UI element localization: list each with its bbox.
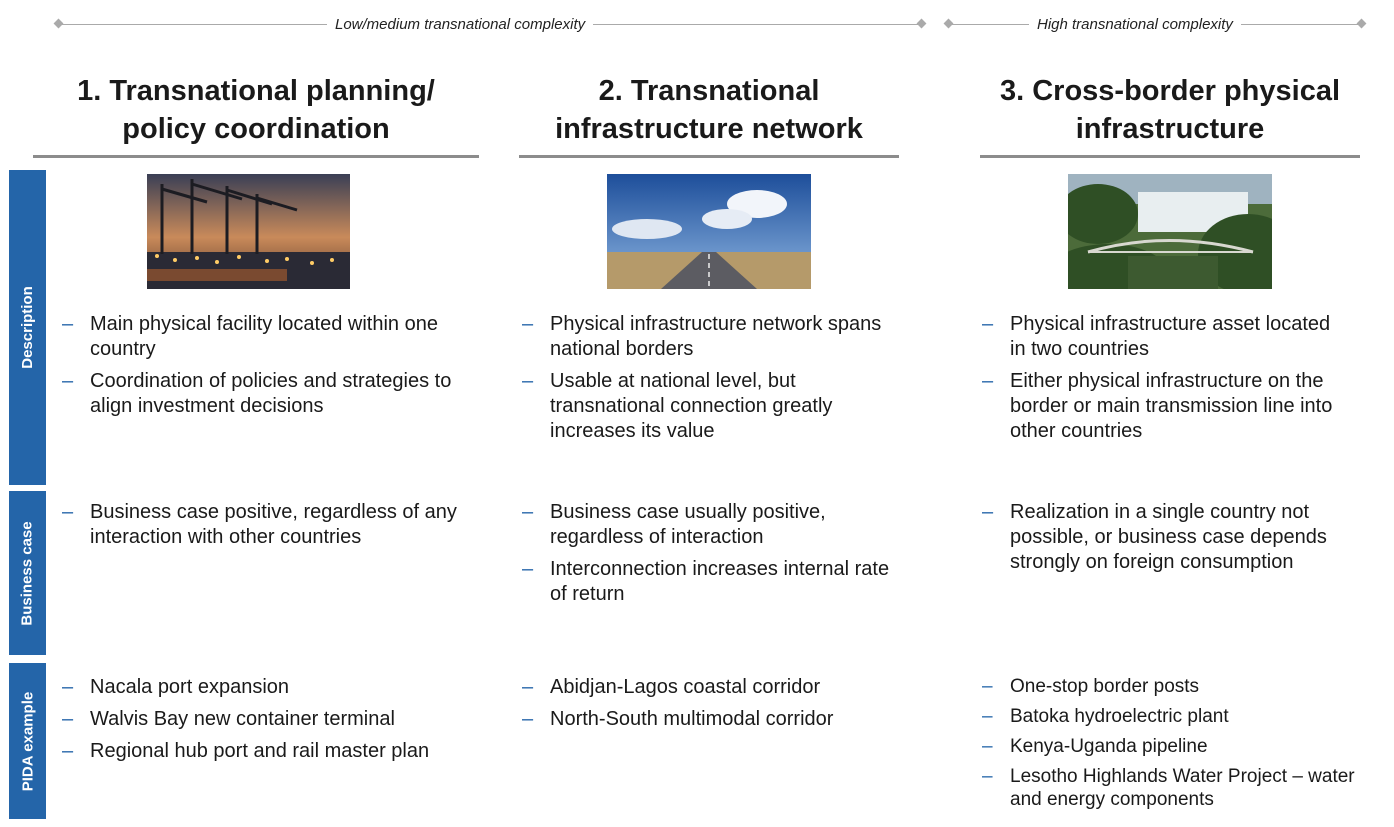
bullet-dash: – bbox=[522, 708, 534, 730]
list-item-text: Business case usually positive, regardle… bbox=[550, 501, 826, 548]
list-item: –Either physical infrastructure on the b… bbox=[982, 369, 1342, 444]
side-tab-business-case-label: Business case bbox=[19, 520, 37, 626]
column-2-business-case-list: –Business case usually positive, regardl… bbox=[522, 500, 902, 614]
complexity-high-bar: High transnational complexity bbox=[943, 14, 1367, 34]
bullet-dash: – bbox=[522, 558, 534, 580]
bullet-dash: – bbox=[982, 370, 994, 392]
list-item: –Physical infrastructure asset located i… bbox=[982, 312, 1342, 362]
list-item: –Coordination of policies and strategies… bbox=[62, 369, 462, 419]
list-item-text: One-stop border posts bbox=[1010, 676, 1200, 697]
list-item-text: Realization in a single country not poss… bbox=[1010, 501, 1327, 573]
column-1-title-line2: policy coordination bbox=[122, 113, 390, 145]
complexity-low-medium-label: Low/medium transnational complexity bbox=[327, 16, 594, 33]
list-item: –Kenya-Uganda pipeline bbox=[982, 735, 1382, 758]
bullet-dash: – bbox=[982, 736, 993, 757]
list-item-text: Abidjan-Lagos coastal corridor bbox=[550, 676, 821, 698]
column-1-business-case-list: –Business case positive, regardless of a… bbox=[62, 500, 462, 557]
list-item-text: Walvis Bay new container terminal bbox=[90, 708, 395, 730]
bullet-dash: – bbox=[62, 708, 74, 730]
list-item: –Abidjan-Lagos coastal corridor bbox=[522, 675, 902, 700]
bullet-dash: – bbox=[62, 313, 74, 335]
side-tab-pida-example-label: PIDA example bbox=[19, 691, 36, 791]
column-1-title-line1: 1. Transnational planning/ bbox=[77, 75, 435, 107]
bullet-dash: – bbox=[982, 706, 993, 727]
port-cranes-night-photo bbox=[147, 174, 350, 289]
column-3-pida-example-list: –One-stop border posts –Batoka hydroelec… bbox=[982, 675, 1382, 818]
column-2-title: 2. Transnational infrastructure network bbox=[519, 72, 899, 148]
list-item: –Business case positive, regardless of a… bbox=[62, 500, 462, 550]
column-3-title-line1: 3. Cross-border physical bbox=[999, 75, 1341, 107]
highway-sky-photo bbox=[607, 174, 811, 289]
list-item-text: North-South multimodal corridor bbox=[550, 708, 834, 730]
list-item-text: Main physical facility located within on… bbox=[90, 313, 438, 360]
side-tab-description: Description bbox=[9, 170, 46, 485]
diamond-right-marker bbox=[1356, 18, 1367, 29]
list-item: –Business case usually positive, regardl… bbox=[522, 500, 902, 550]
bullet-dash: – bbox=[522, 370, 534, 392]
list-item-text: Regional hub port and rail master plan bbox=[90, 740, 430, 762]
bullet-dash: – bbox=[62, 676, 74, 698]
list-item: –One-stop border posts bbox=[982, 675, 1382, 698]
column-3-rule bbox=[980, 155, 1360, 158]
bullet-dash: – bbox=[62, 370, 74, 392]
list-item-text: Coordination of policies and strategies … bbox=[90, 370, 452, 417]
list-item: –Realization in a single country not pos… bbox=[982, 500, 1342, 575]
column-1-title: 1. Transnational planning/ policy coordi… bbox=[33, 72, 479, 148]
list-item: –Main physical facility located within o… bbox=[62, 312, 462, 362]
list-item: –Lesotho Highlands Water Project – water… bbox=[982, 765, 1382, 811]
list-item: –Walvis Bay new container terminal bbox=[62, 707, 462, 732]
column-3-title: 3. Cross-border physical infrastructure bbox=[980, 72, 1360, 148]
column-2-pida-example-list: –Abidjan-Lagos coastal corridor –North-S… bbox=[522, 675, 902, 739]
bullet-dash: – bbox=[982, 766, 993, 787]
complexity-low-medium-bar: Low/medium transnational complexity bbox=[53, 14, 927, 34]
list-item-text: Business case positive, regardless of an… bbox=[90, 501, 457, 548]
complexity-high-label: High transnational complexity bbox=[1029, 16, 1241, 33]
waterfall-bridge-photo bbox=[1068, 174, 1272, 289]
list-item-text: Usable at national level, but transnatio… bbox=[550, 370, 833, 442]
column-3-description-list: –Physical infrastructure asset located i… bbox=[982, 312, 1342, 451]
list-item: –Regional hub port and rail master plan bbox=[62, 739, 462, 764]
side-tab-business-case: Business case bbox=[9, 491, 46, 655]
list-item-text: Batoka hydroelectric plant bbox=[1010, 706, 1229, 727]
bullet-dash: – bbox=[522, 676, 534, 698]
column-2-title-line2: infrastructure network bbox=[555, 113, 863, 145]
list-item-text: Physical infrastructure network spans na… bbox=[550, 313, 882, 360]
bullet-dash: – bbox=[522, 313, 534, 335]
diamond-right-marker bbox=[916, 18, 927, 29]
list-item: –Interconnection increases internal rate… bbox=[522, 557, 902, 607]
side-tab-description-label: Description bbox=[19, 286, 37, 369]
list-item: –Batoka hydroelectric plant bbox=[982, 705, 1382, 728]
list-item-text: Either physical infrastructure on the bo… bbox=[1010, 370, 1333, 442]
list-item: –Nacala port expansion bbox=[62, 675, 462, 700]
list-item-text: Nacala port expansion bbox=[90, 676, 290, 698]
column-2-rule bbox=[519, 155, 899, 158]
side-tab-pida-example: PIDA example bbox=[9, 663, 46, 819]
column-3-business-case-list: –Realization in a single country not pos… bbox=[982, 500, 1342, 582]
column-1-description-list: –Main physical facility located within o… bbox=[62, 312, 462, 426]
bullet-dash: – bbox=[522, 501, 534, 523]
list-item-text: Physical infrastructure asset located in… bbox=[1010, 313, 1331, 360]
bullet-dash: – bbox=[982, 676, 993, 697]
column-2-description-list: –Physical infrastructure network spans n… bbox=[522, 312, 902, 451]
list-item: –Usable at national level, but transnati… bbox=[522, 369, 902, 444]
column-3-title-line2: infrastructure bbox=[1075, 113, 1265, 145]
column-2-title-line1: 2. Transnational bbox=[598, 75, 820, 107]
column-1-pida-example-list: –Nacala port expansion –Walvis Bay new c… bbox=[62, 675, 462, 771]
list-item: –North-South multimodal corridor bbox=[522, 707, 902, 732]
bullet-dash: – bbox=[62, 501, 74, 523]
list-item-text: Interconnection increases internal rate … bbox=[550, 558, 890, 605]
column-1-rule bbox=[33, 155, 479, 158]
list-item-text: Kenya-Uganda pipeline bbox=[1010, 736, 1208, 757]
bullet-dash: – bbox=[62, 740, 74, 762]
bullet-dash: – bbox=[982, 501, 994, 523]
list-item-text: Lesotho Highlands Water Project – water … bbox=[1010, 766, 1355, 810]
bullet-dash: – bbox=[982, 313, 994, 335]
list-item: –Physical infrastructure network spans n… bbox=[522, 312, 902, 362]
